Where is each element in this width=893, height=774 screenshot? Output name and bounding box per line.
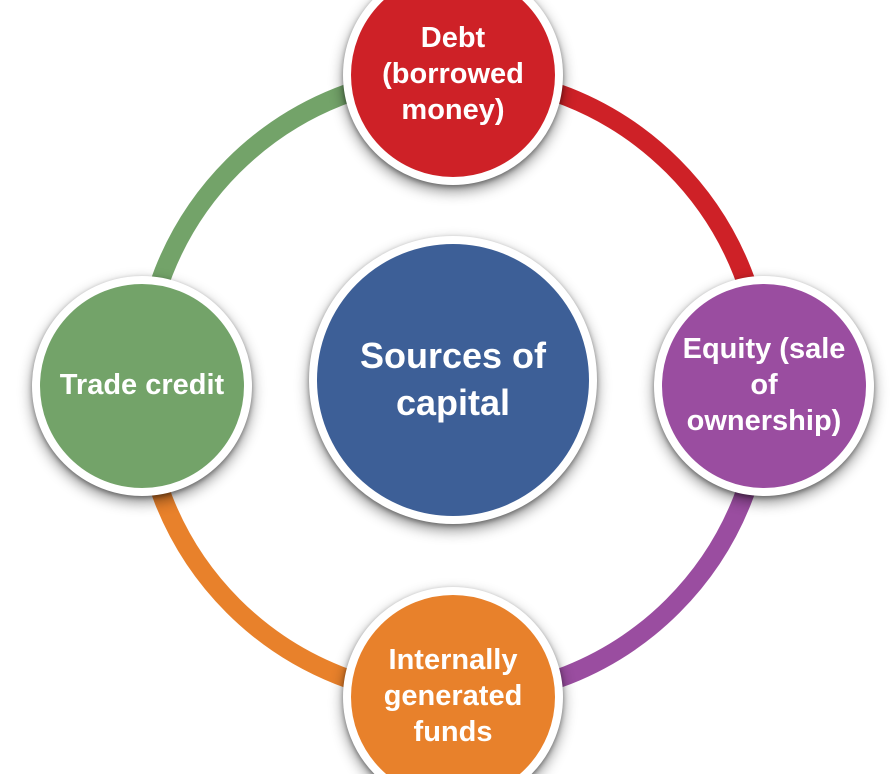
- node-trade-credit-label: Trade credit: [59, 369, 225, 402]
- node-debt-label: Debt (borrowed money): [382, 22, 524, 126]
- center-node-sources-of-capital: Sources of capital: [309, 236, 597, 524]
- node-internally-generated-funds: Internally generated funds: [343, 587, 563, 774]
- node-internally-generated-funds-label: Internally generated funds: [383, 644, 523, 748]
- node-trade-credit: Trade credit: [32, 276, 252, 496]
- center-node-label: Sources of capital: [359, 335, 547, 423]
- node-equity: Equity (sale of ownership): [654, 276, 874, 496]
- node-debt: Debt (borrowed money): [343, 0, 563, 185]
- node-equity-label: Equity (sale of ownership): [682, 333, 846, 437]
